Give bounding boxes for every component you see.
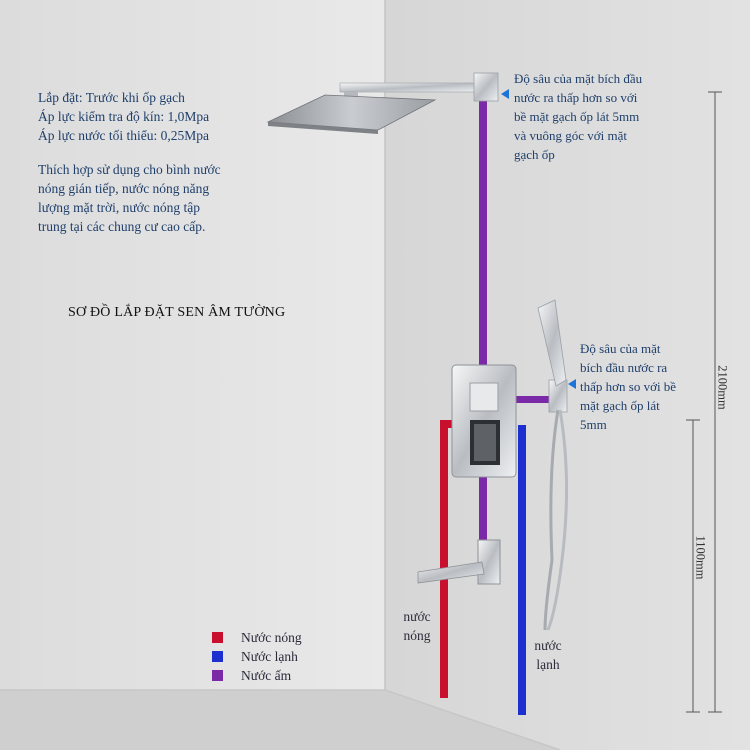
cold-label-line: lạnh (536, 657, 560, 672)
hot-label-line: nước (403, 609, 431, 624)
test-pressure-text: Áp lực kiểm tra độ kín: 1,0Mpa (38, 109, 210, 124)
depth-arrow-mid (568, 379, 576, 389)
warm-pipe-lower (479, 440, 487, 550)
suitability-line-4: trung tại các chung cư cao cấp. (38, 219, 206, 234)
legend-swatch-cold (212, 651, 223, 662)
floor-edge-right (384, 689, 561, 750)
min-pressure-text: Áp lực nước tối thiểu: 0,25Mpa (38, 128, 209, 143)
legend-label-warm: Nước ấm (241, 667, 292, 683)
install-text: Lắp đặt: Trước khi ốp gạch (38, 90, 185, 105)
diagram-title: SƠ ĐỒ LẮP ĐẶT SEN ÂM TƯỜNG (68, 305, 286, 320)
mixer-valve (451, 364, 517, 478)
dimension-label-2100: 2100mm (715, 365, 730, 410)
note-mid-line: mặt gạch ốp lát (580, 398, 660, 413)
note-mid-line: thấp hơn so với bề (580, 379, 677, 394)
note-top-line: bề mặt gạch ốp lát 5mm (514, 109, 640, 124)
suitability-line-1: Thích hợp sử dụng cho bình nước (38, 162, 221, 177)
legend-label-cold: Nước lạnh (241, 648, 298, 664)
product-info: Lắp đặt: Trước khi ốp gạch Áp lực kiểm t… (38, 88, 328, 236)
cold-pipe-label: nước lạnh (518, 636, 578, 674)
suitability-line-2: nóng gián tiếp, nước nóng năng (38, 181, 210, 196)
bath-spout (417, 539, 501, 585)
cold-pipe (518, 425, 526, 715)
hot-pipe (440, 420, 448, 698)
note-mid-line: bích đầu nước ra (580, 360, 668, 375)
hot-pipe-label: nước nóng (387, 607, 447, 645)
warm-pipe-handshower (505, 396, 555, 403)
cold-label-line: nước (534, 638, 562, 653)
hot-pipe-top (440, 420, 462, 428)
depth-arrow-top (501, 89, 509, 99)
note-overhead-depth: Độ sâu của mặt bích đầu nước ra thấp hơn… (514, 69, 689, 164)
overhead-shower (266, 72, 499, 134)
legend: Nước nóng Nước lạnh Nước ấm (212, 628, 302, 685)
legend-swatch-warm (212, 670, 223, 681)
hand-shower (537, 299, 569, 631)
dimension-line-2100 (708, 91, 722, 713)
note-top-line: gạch ốp (514, 147, 555, 162)
legend-item-cold: Nước lạnh (212, 647, 302, 666)
note-mid-line: 5mm (580, 417, 607, 432)
note-top-line: và vuông góc với mặt (514, 128, 628, 143)
legend-item-hot: Nước nóng (212, 628, 302, 647)
suitability-line-3: lượng mặt trời, nước nóng tập (38, 200, 201, 215)
note-mid-line: Độ sâu của mặt (580, 341, 661, 356)
legend-item-warm: Nước ấm (212, 666, 302, 685)
warm-pipe-vertical (479, 90, 487, 370)
hot-label-line: nóng (403, 628, 431, 643)
legend-label-hot: Nước nóng (241, 629, 302, 645)
legend-swatch-hot (212, 632, 223, 643)
note-top-line: Độ sâu của mặt bích đầu (514, 71, 643, 86)
dimension-label-1100: 1100mm (693, 535, 708, 580)
note-top-line: nước ra thấp hơn so với (514, 90, 638, 105)
floor (0, 690, 560, 750)
dimension-line-1100 (686, 419, 700, 713)
note-handshower-depth: Độ sâu của mặt bích đầu nước ra thấp hơn… (580, 339, 748, 434)
